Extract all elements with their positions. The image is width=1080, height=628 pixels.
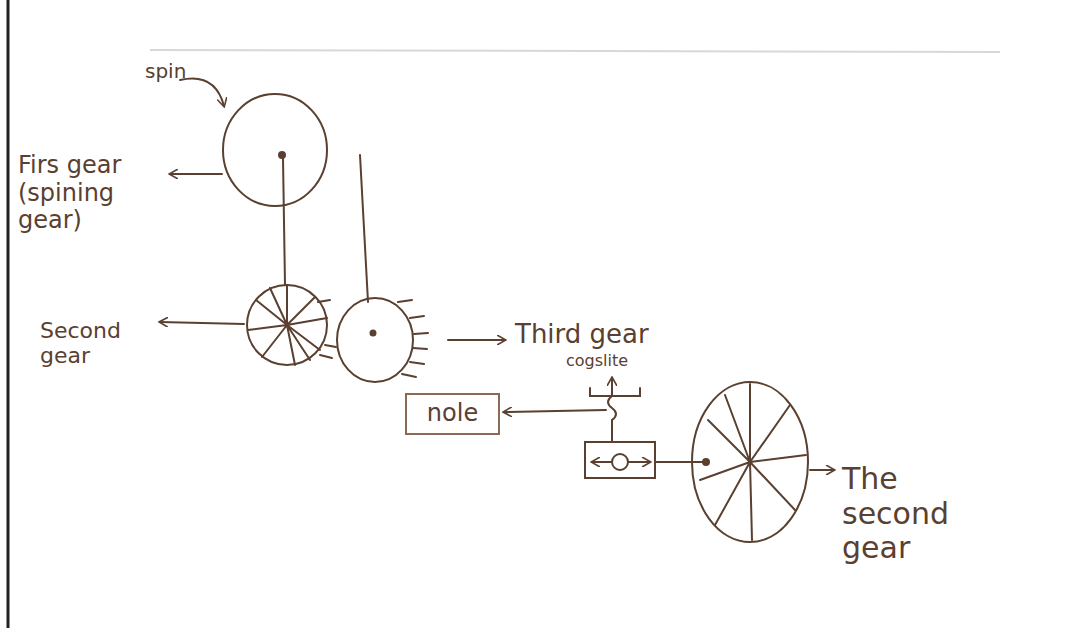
part-label: Second gear (40, 318, 150, 369)
leader-line (170, 173, 222, 175)
rod (611, 420, 613, 442)
part-label: The second gear (842, 462, 992, 566)
slider-pin (612, 454, 628, 470)
note-box: nole (405, 393, 500, 435)
third-gear (337, 298, 413, 382)
leader-line (504, 410, 606, 412)
part-label: Firs gear (spining gear) (18, 152, 168, 235)
axle-dot (371, 331, 376, 336)
belt-line (360, 155, 368, 302)
hook (608, 396, 616, 420)
slider-arrow (592, 461, 612, 463)
gear-spokes (700, 384, 806, 540)
gear-teeth (398, 300, 428, 377)
big-gear (692, 382, 808, 542)
spin-arrow (180, 78, 224, 106)
axle-dot (703, 459, 709, 465)
part-label: Third gear (515, 320, 695, 350)
leader-line (160, 322, 244, 324)
part-label: cogslite (566, 352, 656, 370)
first-gear (223, 94, 327, 206)
box-text: nole (427, 399, 478, 427)
slider-box (585, 442, 655, 478)
gear-teeth (318, 300, 336, 358)
bracket (590, 388, 640, 396)
leader-line (611, 378, 613, 396)
rod (655, 461, 705, 463)
leader-line (810, 469, 834, 471)
top-rule (150, 50, 1000, 52)
second-gear (247, 285, 327, 365)
belt-line (283, 158, 285, 285)
gear-spokes (248, 285, 327, 365)
leader-line (448, 339, 505, 341)
slider-arrow (628, 461, 650, 463)
axle-dot (279, 152, 285, 158)
part-label: spin (145, 60, 225, 83)
margin-line (7, 0, 10, 628)
